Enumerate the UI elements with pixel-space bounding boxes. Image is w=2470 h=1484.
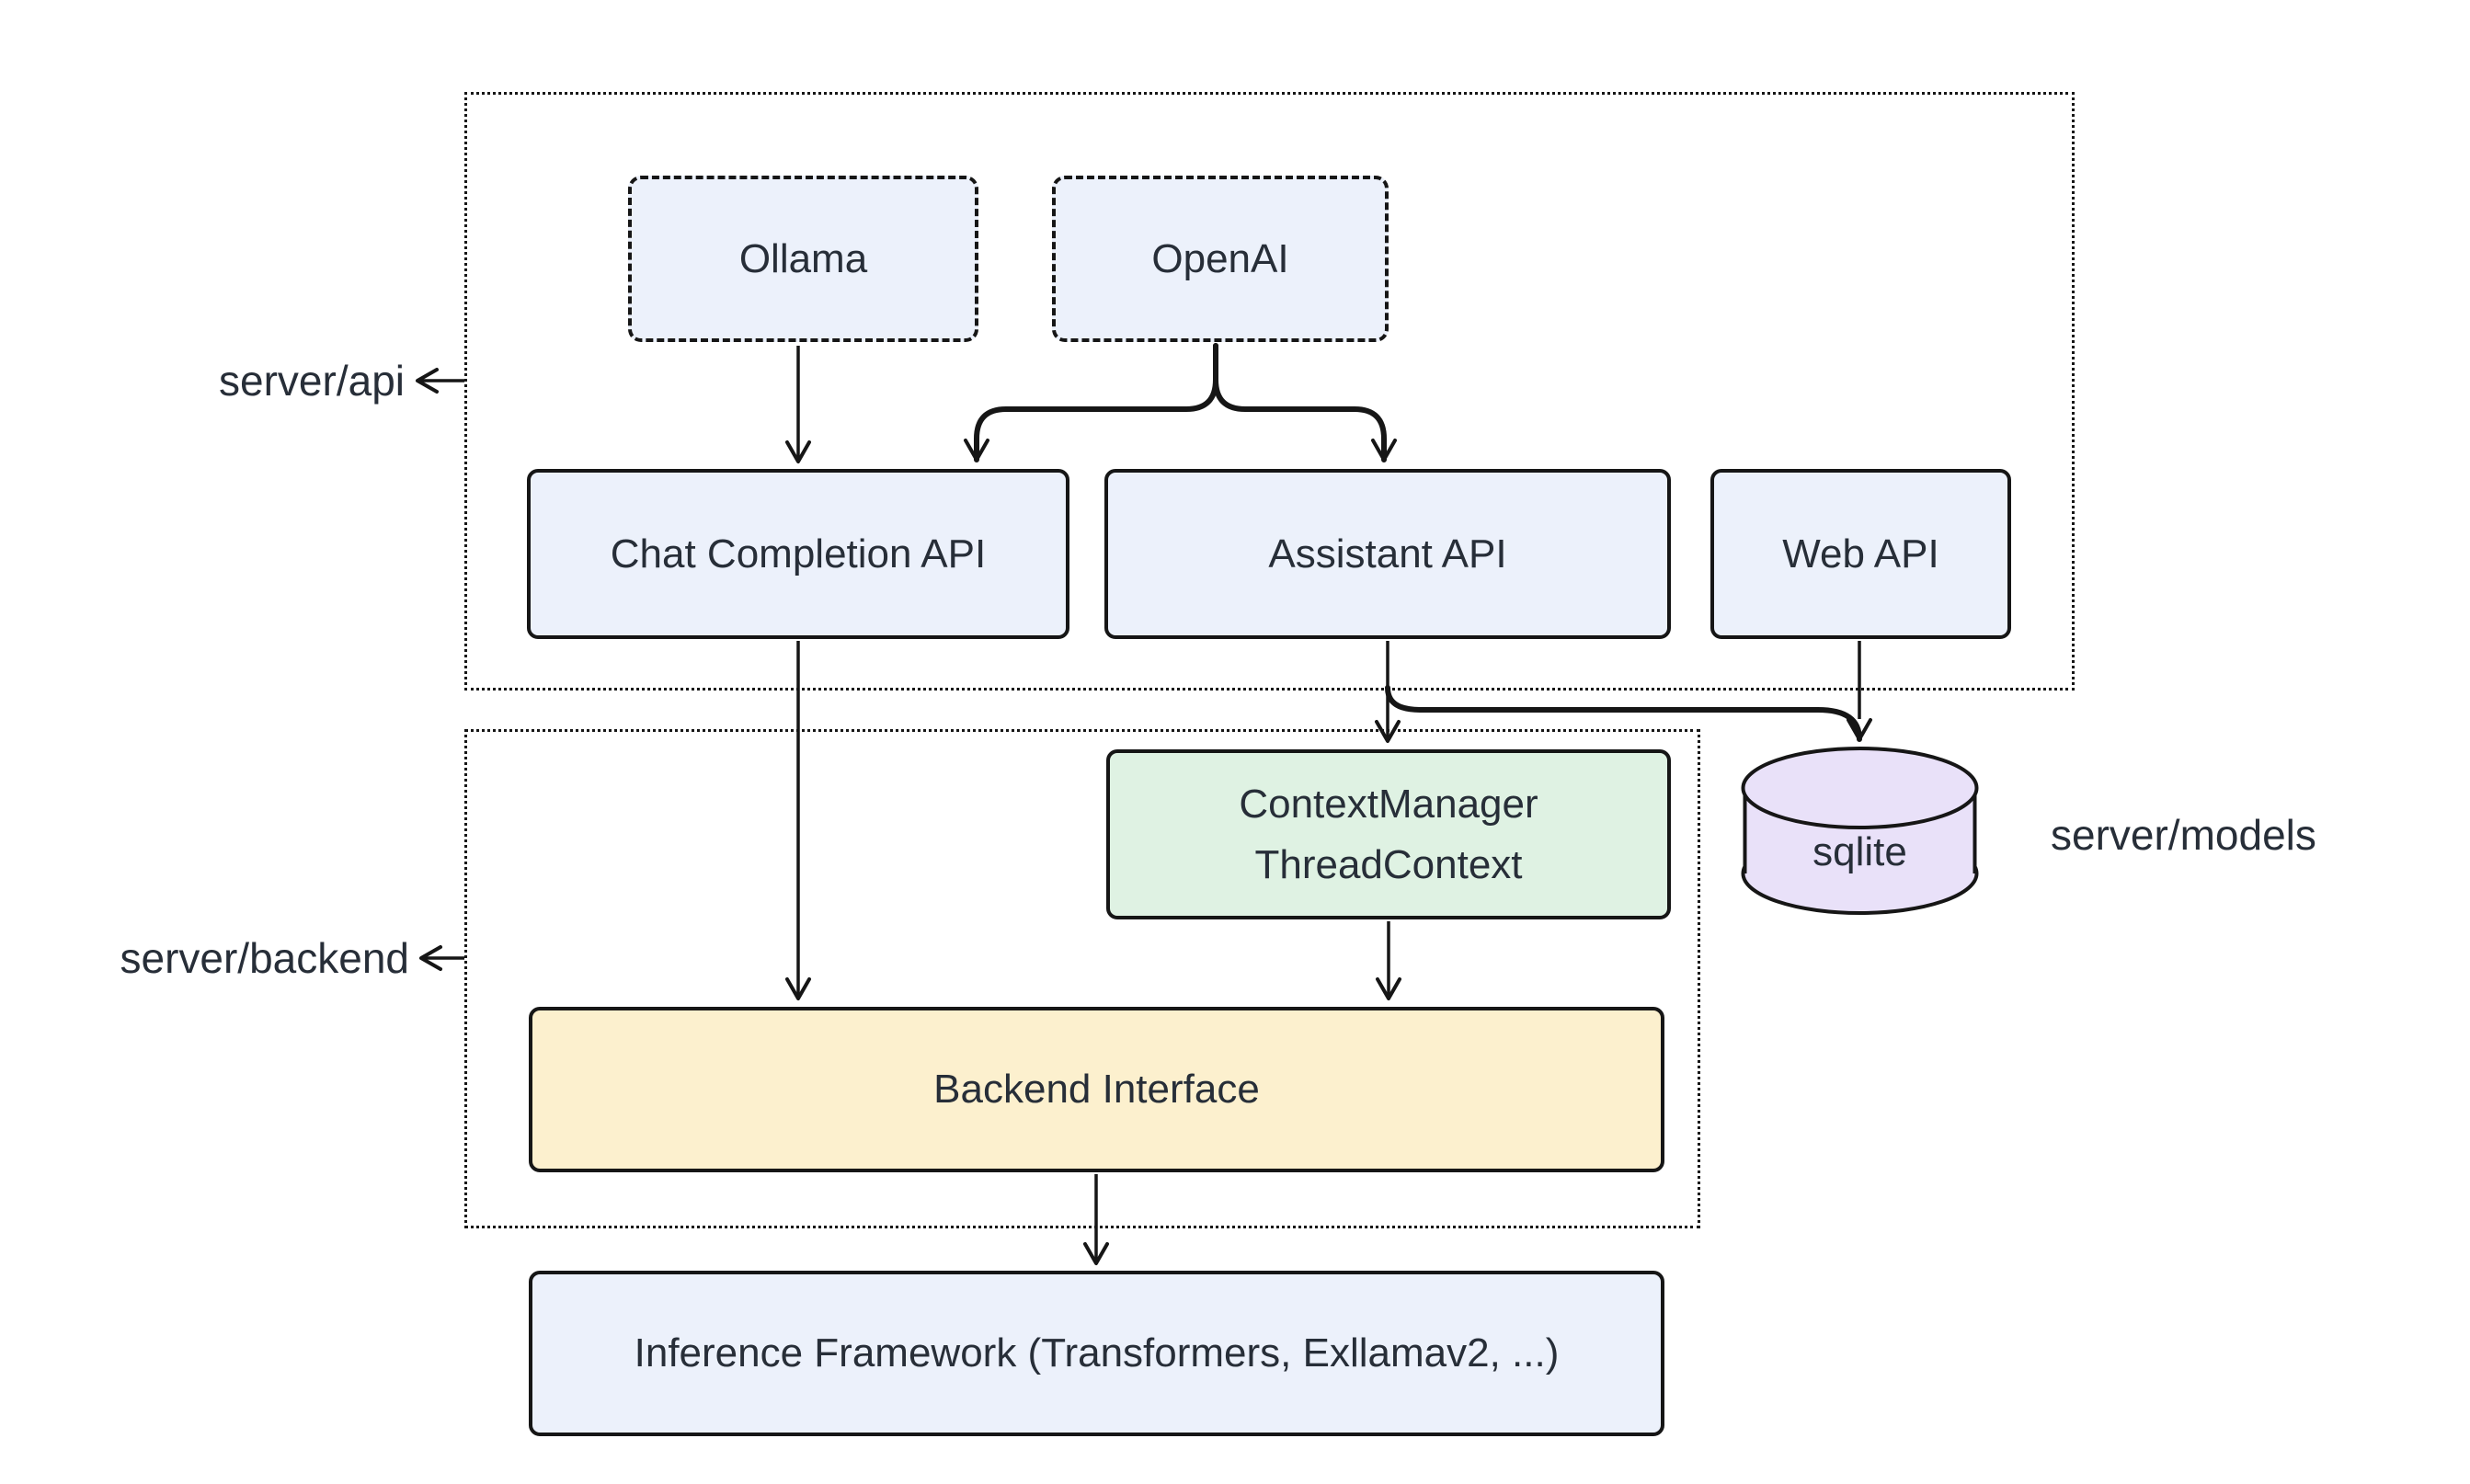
sqlite-cylinder xyxy=(1741,747,1979,915)
node-ollama: Ollama xyxy=(628,176,978,342)
edge-openai-assistant xyxy=(1213,343,1397,462)
node-backend-interface-label: Backend Interface xyxy=(933,1067,1260,1112)
node-inference-framework: Inference Framework (Transformers, Exlla… xyxy=(529,1271,1664,1436)
server-backend-label: server/backend xyxy=(120,934,410,982)
node-assistant-api-label: Assistant API xyxy=(1268,531,1507,576)
server-api-label: server/api xyxy=(219,357,405,405)
node-openai-label: OpenAI xyxy=(1151,235,1289,281)
node-openai: OpenAI xyxy=(1052,176,1389,342)
edge-assistant-sqlite xyxy=(1385,685,1872,742)
server-api-group xyxy=(464,92,2075,691)
node-context-manager-label-line1: ContextManager xyxy=(1239,781,1538,827)
node-backend-interface: Backend Interface xyxy=(529,1007,1664,1172)
node-assistant-api: Assistant API xyxy=(1104,469,1671,639)
node-chat-completion-api-label: Chat Completion API xyxy=(610,531,987,576)
node-context-manager: ContextManager ThreadContext xyxy=(1106,749,1671,919)
node-context-manager-label-line2: ThreadContext xyxy=(1254,841,1523,887)
node-ollama-label: Ollama xyxy=(738,235,868,281)
sqlite-label: sqlite xyxy=(1812,829,1907,874)
node-web-api-label: Web API xyxy=(1782,531,1939,576)
node-web-api: Web API xyxy=(1710,469,2011,639)
node-chat-completion-api: Chat Completion API xyxy=(527,469,1069,639)
server-backend-group xyxy=(464,729,1700,1228)
node-inference-framework-label: Inference Framework (Transformers, Exlla… xyxy=(634,1330,1560,1376)
server-models-label: server/models xyxy=(2051,811,2316,859)
edge-openai-chat xyxy=(964,343,1218,462)
